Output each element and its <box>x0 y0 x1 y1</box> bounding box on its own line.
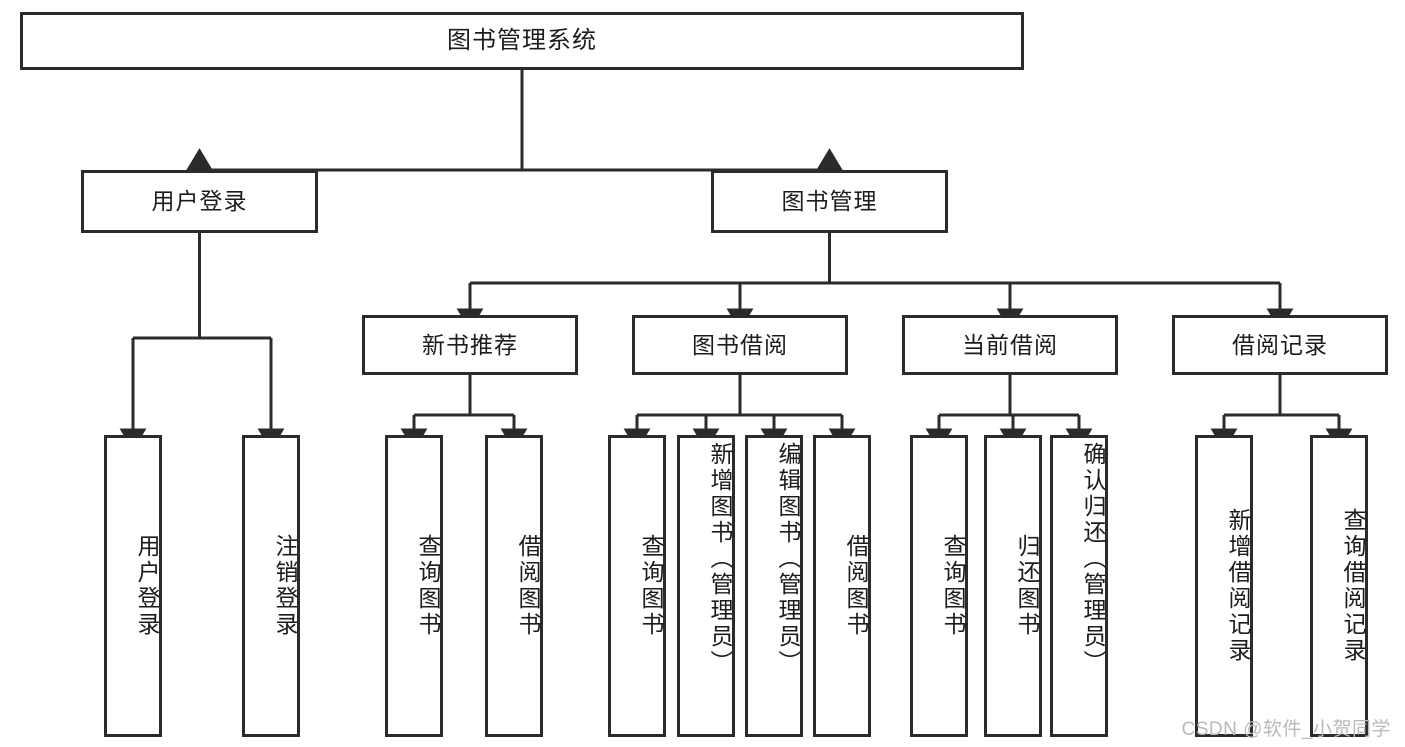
node-l2_book: 图书管理 <box>711 170 948 233</box>
node-label-leaf_re2: 查询借阅记录 <box>1340 508 1366 664</box>
node-leaf_cu2: 归还图书 <box>984 435 1042 737</box>
node-root: 图书管理系统 <box>20 12 1024 70</box>
node-leaf_re1: 新增借阅记录 <box>1195 435 1253 737</box>
node-leaf_bo4: 借阅图书 <box>813 435 871 737</box>
node-label-leaf_bo4: 借阅图书 <box>843 534 869 638</box>
node-label-l3_borrow: 图书借阅 <box>692 331 788 358</box>
node-label-root: 图书管理系统 <box>447 27 597 55</box>
node-l3_new: 新书推荐 <box>362 315 578 375</box>
node-l3_borrow: 图书借阅 <box>632 315 848 375</box>
node-leaf_login2: 注销登录 <box>242 435 300 737</box>
node-leaf_new1: 查询图书 <box>385 435 443 737</box>
node-label-leaf_bo2: 新增图书（管理员） <box>707 442 733 676</box>
node-l3_current: 当前借阅 <box>902 315 1118 375</box>
node-label-l3_current: 当前借阅 <box>962 331 1058 358</box>
node-leaf_re2: 查询借阅记录 <box>1310 435 1368 737</box>
node-label-l3_new: 新书推荐 <box>422 331 518 358</box>
node-leaf_bo3: 编辑图书（管理员） <box>745 435 803 737</box>
node-leaf_bo2: 新增图书（管理员） <box>677 435 735 737</box>
node-leaf_login1: 用户登录 <box>104 435 162 737</box>
node-label-leaf_new2: 借阅图书 <box>515 534 541 638</box>
csdn-watermark: CSDN @软件_小贺同学 <box>1181 719 1391 740</box>
node-label-leaf_bo3: 编辑图书（管理员） <box>775 442 801 676</box>
node-leaf_cu1: 查询图书 <box>910 435 968 737</box>
node-label-leaf_new1: 查询图书 <box>415 534 441 638</box>
node-label-leaf_bo1: 查询图书 <box>638 534 664 638</box>
node-label-leaf_login1: 用户登录 <box>134 534 160 638</box>
node-label-leaf_cu2: 归还图书 <box>1014 534 1040 638</box>
node-label-l2_book: 图书管理 <box>781 188 878 215</box>
node-l3_record: 借阅记录 <box>1172 315 1388 375</box>
node-label-leaf_cu3: 确认归还（管理员） <box>1080 442 1106 676</box>
node-label-leaf_login2: 注销登录 <box>272 534 298 638</box>
node-leaf_cu3: 确认归还（管理员） <box>1050 435 1108 737</box>
node-l2_login: 用户登录 <box>81 170 318 233</box>
node-leaf_new2: 借阅图书 <box>485 435 543 737</box>
node-label-l2_login: 用户登录 <box>151 188 248 215</box>
node-label-leaf_re1: 新增借阅记录 <box>1225 508 1251 664</box>
node-leaf_bo1: 查询图书 <box>608 435 666 737</box>
node-label-l3_record: 借阅记录 <box>1232 331 1328 358</box>
node-label-leaf_cu1: 查询图书 <box>940 534 966 638</box>
